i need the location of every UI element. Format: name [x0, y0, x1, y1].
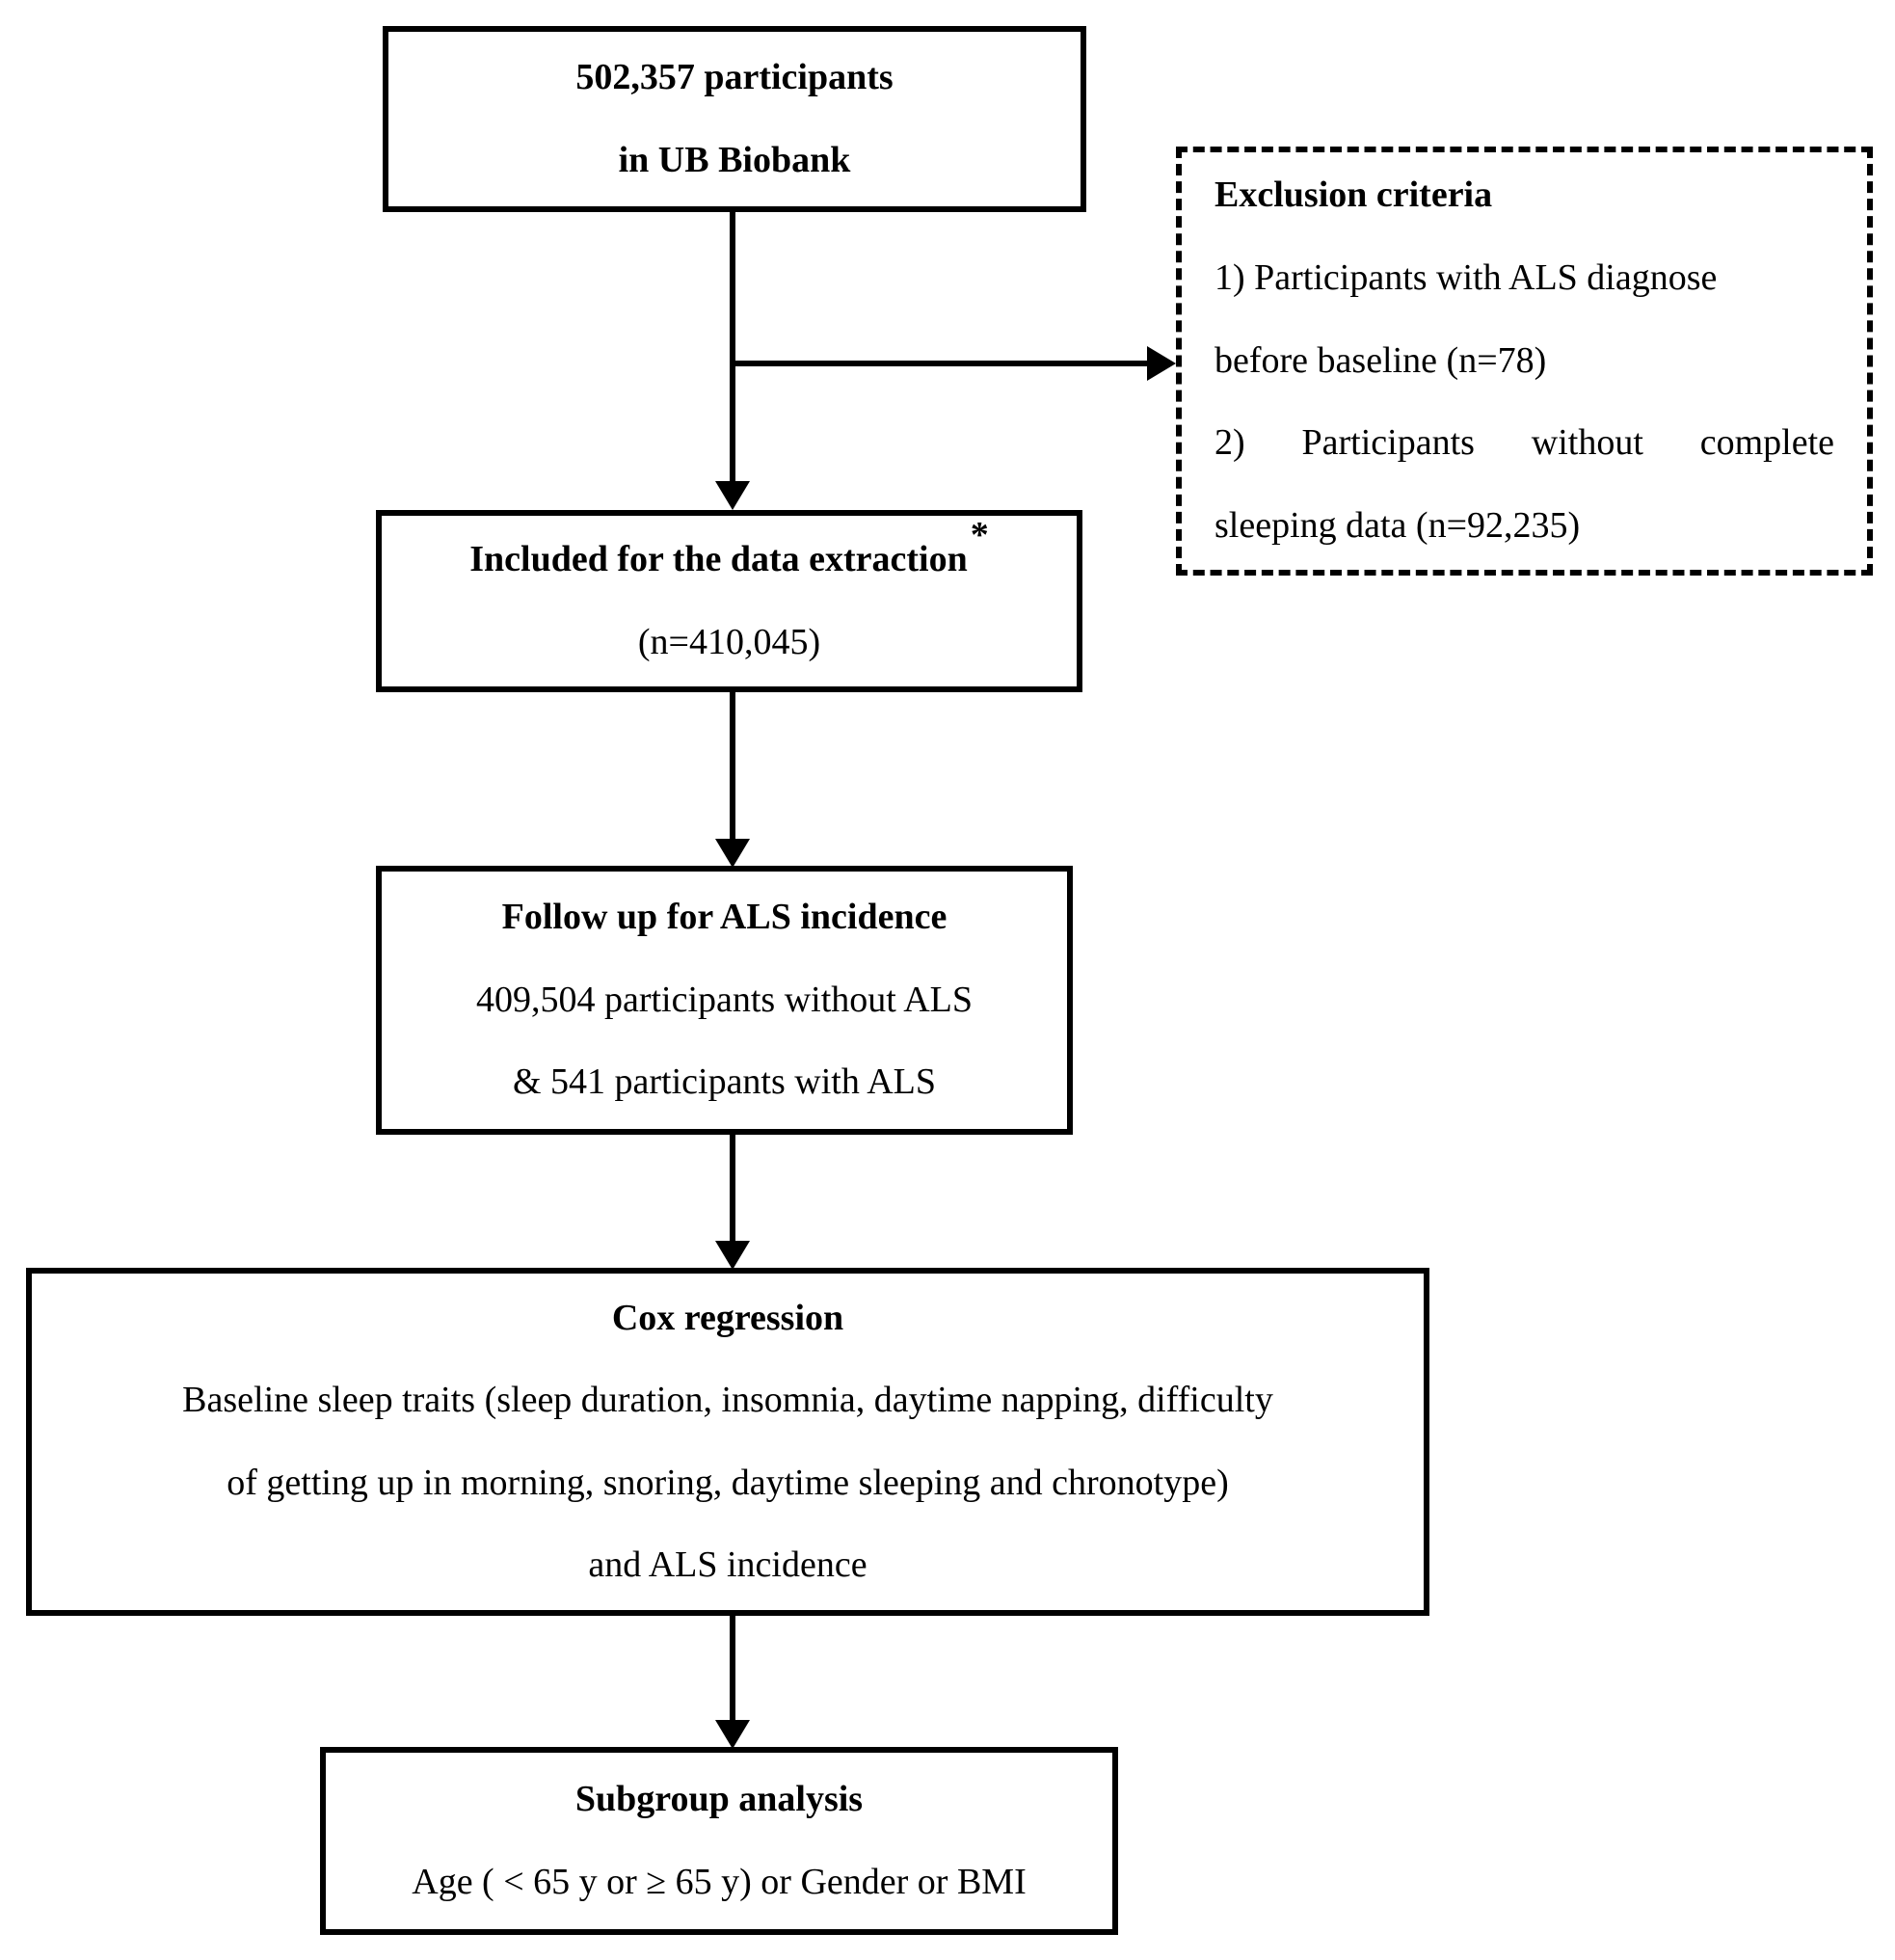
arrow-to-exclusion [730, 346, 1176, 381]
box-included: Included for the data extraction* (n=410… [376, 510, 1082, 692]
box-cox-regression: Cox regression Baseline sleep traits (sl… [26, 1268, 1429, 1616]
arrowhead-down-icon [715, 1241, 750, 1270]
exclusion-item2-line1: 2) Participants without complete [1214, 422, 1834, 464]
arrow-included-to-followup [715, 690, 750, 868]
box-followup: Follow up for ALS incidence 409,504 part… [376, 866, 1073, 1135]
arrowhead-right-icon [1147, 346, 1176, 381]
arrow-followup-to-cox [715, 1133, 750, 1270]
cox-incidence-line: and ALS incidence [588, 1544, 867, 1585]
arrow-biobank-to-included [715, 210, 750, 510]
arrow-shaft [730, 361, 1151, 366]
followup-title: Follow up for ALS incidence [501, 897, 948, 938]
cox-traits-line2: of getting up in morning, snoring, dayti… [227, 1462, 1229, 1503]
included-title-line: Included for the data extraction* [382, 517, 1077, 602]
exclusion-item1-line1: 1) Participants with ALS diagnose [1214, 256, 1718, 298]
box-biobank: 502,357 participants in UB Biobank [383, 26, 1086, 212]
subgroup-title: Subgroup analysis [574, 1779, 864, 1819]
cox-traits-line1: Baseline sleep traits (sleep duration, i… [182, 1380, 1273, 1420]
arrow-shaft [730, 1133, 735, 1245]
followup-with-als: & 541 participants with ALS [512, 1061, 937, 1103]
included-title: Included for the data extraction [469, 539, 968, 579]
arrow-cox-to-subgroup [715, 1614, 750, 1749]
exclusion-item1-line2: before baseline (n=78) [1214, 339, 1547, 381]
box-subgroup-analysis: Subgroup analysis Age ( < 65 y or ≥ 65 y… [320, 1747, 1118, 1935]
arrowhead-down-icon [715, 839, 750, 868]
exclusion-item2-line2: sleeping data (n=92,235) [1214, 505, 1581, 547]
arrow-shaft [730, 210, 735, 485]
box-exclusion-criteria: Exclusion criteria 1) Participants with … [1176, 147, 1873, 576]
arrow-shaft [730, 1614, 735, 1724]
arrow-shaft [730, 690, 735, 843]
followup-without-als: 409,504 participants without ALS [475, 979, 974, 1020]
included-count: (n=410,045) [637, 621, 821, 662]
arrowhead-down-icon [715, 1720, 750, 1749]
biobank-source-line: in UB Biobank [618, 139, 851, 180]
arrowhead-down-icon [715, 481, 750, 510]
biobank-count-line: 502,357 participants [575, 57, 894, 97]
footnote-asterisk: * [970, 514, 989, 555]
cox-title: Cox regression [611, 1297, 844, 1338]
exclusion-title: Exclusion criteria [1214, 174, 1493, 215]
subgroup-strata-line: Age ( < 65 y or ≥ 65 y) or Gender or BMI [412, 1861, 1027, 1902]
